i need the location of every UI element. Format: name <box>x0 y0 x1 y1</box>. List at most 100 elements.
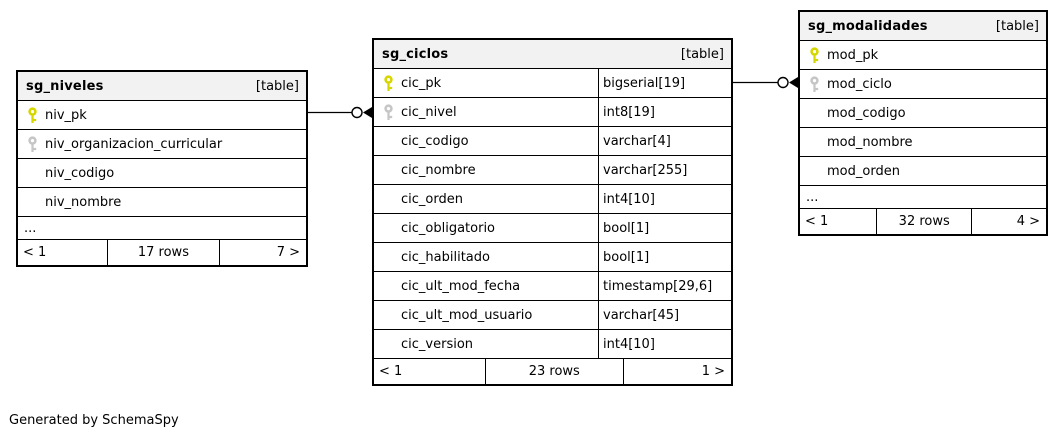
column-name: cic_nivel <box>401 104 457 120</box>
column-name: mod_ciclo <box>827 76 892 92</box>
relationship-niv_pk-to-cic_nivel <box>308 106 372 119</box>
parent-tables-count: < 1 <box>23 245 47 260</box>
column-name-cell: mod_codigo <box>800 99 1046 127</box>
table-node-sg_modalidades[interactable]: sg_modalidades [table] mod_pk mod_ciclo mod_… <box>798 10 1048 236</box>
column-name: mod_codigo <box>827 105 906 121</box>
row-count: 32 rows <box>876 209 973 234</box>
crow-foot-marker <box>789 77 798 88</box>
zero-or-many-circle-marker <box>777 76 789 89</box>
table-type-badge: [table] <box>995 18 1039 34</box>
column-name-cell: mod_ciclo <box>800 70 1046 98</box>
table-header: sg_modalidades [table] <box>800 12 1046 40</box>
column-name: cic_orden <box>401 191 463 207</box>
column-name-cell: mod_orden <box>800 157 1046 185</box>
column-type: int4[10] <box>598 330 731 358</box>
column-name: niv_organizacion_curricular <box>45 136 223 152</box>
column-type: varchar[45] <box>598 301 731 329</box>
column-name-cell: cic_codigo <box>374 127 598 155</box>
column-name-cell: cic_ult_mod_usuario <box>374 301 598 329</box>
column-name-cell: mod_nombre <box>800 128 1046 156</box>
column-name-cell: cic_pk <box>374 69 598 97</box>
column-name-cell: cic_obligatorio <box>374 214 598 242</box>
table-type-badge: [table] <box>680 46 724 62</box>
column-name: niv_nombre <box>45 194 122 210</box>
column-name-cell: cic_nivel <box>374 98 598 126</box>
column-name-cell: niv_nombre <box>18 188 306 216</box>
column-row: mod_pk <box>800 40 1046 69</box>
table-node-sg_niveles[interactable]: sg_niveles[table]niv_pk niv_organizacion_… <box>16 70 308 267</box>
primary-key-icon <box>28 106 37 123</box>
column-name: cic_codigo <box>401 133 469 149</box>
foreign-key-icon <box>28 135 37 152</box>
more-columns-ellipsis: ... <box>18 216 306 239</box>
column-name: cic_pk <box>401 75 442 91</box>
column-row: niv_codigo <box>18 158 306 187</box>
column-name: mod_nombre <box>827 134 913 150</box>
key-icon-slot <box>374 103 401 121</box>
column-row: mod_codigo <box>800 98 1046 127</box>
column-row: cic_orden int4[10] <box>374 184 731 213</box>
key-icon-slot <box>800 46 827 64</box>
table-stats-row: < 1 23 rows 1 > <box>374 358 731 384</box>
table-name: sg_niveles <box>26 78 104 94</box>
child-tables-count: 1 > <box>701 364 725 379</box>
column-row: cic_codigo varchar[4] <box>374 126 731 155</box>
table-header: sg_ciclos[table] <box>374 40 731 68</box>
column-row: mod_ciclo <box>800 69 1046 98</box>
row-count: 17 rows <box>107 240 220 265</box>
column-name: mod_pk <box>827 47 879 63</box>
column-name-cell: cic_orden <box>374 185 598 213</box>
column-row: cic_ult_mod_fecha timestamp[29,6] <box>374 271 731 300</box>
column-row: niv_pk <box>18 100 306 129</box>
foreign-key-icon <box>810 75 819 92</box>
column-row: mod_nombre <box>800 127 1046 156</box>
column-name-cell: mod_pk <box>800 41 1046 69</box>
column-name-cell: cic_version <box>374 330 598 358</box>
column-name: niv_codigo <box>45 165 115 181</box>
child-tables-count: 4 > <box>1016 214 1040 229</box>
foreign-key-icon <box>384 103 393 120</box>
column-name: cic_nombre <box>401 162 476 178</box>
column-row: niv_organizacion_curricular <box>18 129 306 158</box>
column-name-cell: niv_pk <box>18 101 306 129</box>
column-name: mod_orden <box>827 163 900 179</box>
column-type: varchar[4] <box>598 127 731 155</box>
generated-by-note: Generated by SchemaSpy <box>9 413 179 428</box>
column-type: varchar[255] <box>598 156 731 184</box>
column-type: bool[1] <box>598 214 731 242</box>
column-row: cic_nivel int8[19] <box>374 97 731 126</box>
column-name: cic_habilitado <box>401 249 490 265</box>
column-type: int8[19] <box>598 98 731 126</box>
primary-key-icon <box>810 46 819 63</box>
column-name-cell: cic_ult_mod_fecha <box>374 272 598 300</box>
table-name: sg_modalidades <box>808 18 928 34</box>
column-row: cic_ult_mod_usuario varchar[45] <box>374 300 731 329</box>
column-row: cic_version int4[10] <box>374 329 731 358</box>
column-name: cic_ult_mod_usuario <box>401 307 533 323</box>
parent-tables-count: < 1 <box>379 364 403 379</box>
key-icon-slot <box>18 106 45 124</box>
column-type: timestamp[29,6] <box>598 272 731 300</box>
column-name: cic_version <box>401 336 474 352</box>
column-name: cic_ult_mod_fecha <box>401 278 521 294</box>
column-type: int4[10] <box>598 185 731 213</box>
column-row: mod_orden <box>800 156 1046 185</box>
column-name-cell: cic_nombre <box>374 156 598 184</box>
column-name-cell: cic_habilitado <box>374 243 598 271</box>
relationship-cic_pk-to-mod_ciclo <box>733 76 798 89</box>
row-count: 23 rows <box>484 359 624 384</box>
table-header: sg_niveles[table] <box>18 72 306 100</box>
more-columns-ellipsis: ... <box>800 185 1046 208</box>
key-icon-slot <box>800 75 827 93</box>
column-name-cell: niv_organizacion_curricular <box>18 130 306 158</box>
key-icon-slot <box>374 74 401 92</box>
primary-key-icon <box>384 74 393 91</box>
column-name-cell: niv_codigo <box>18 159 306 187</box>
crow-foot-marker <box>363 107 372 118</box>
